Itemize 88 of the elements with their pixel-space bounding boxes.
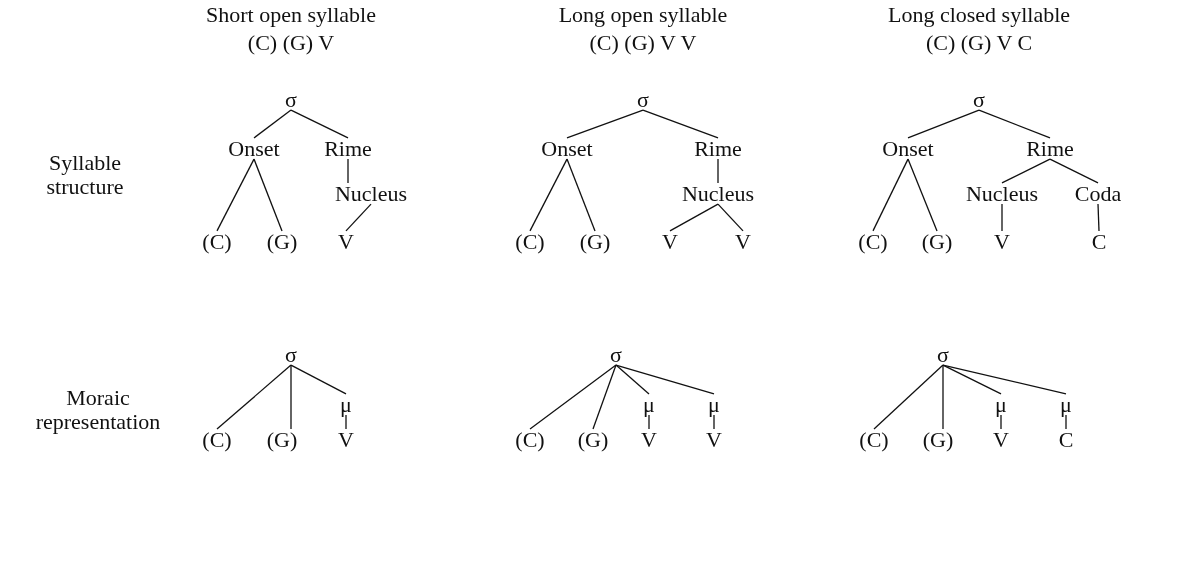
tree-node-label: σ <box>637 87 649 113</box>
tree-node-label: σ <box>285 342 297 368</box>
branch-line <box>290 364 292 430</box>
tree-node-label: Coda <box>1074 181 1122 207</box>
tree-node-label: σ <box>937 342 949 368</box>
branch-line <box>1065 414 1067 430</box>
tree-node-label: V <box>735 229 751 255</box>
tree-node-label: V <box>641 427 657 453</box>
branch-line <box>529 364 617 430</box>
tree-node-label: σ <box>973 87 985 113</box>
tree-node-label: Onset <box>882 136 934 162</box>
branch-line <box>907 158 938 232</box>
tree-node-label: μ <box>340 392 352 418</box>
branch-line <box>978 109 1051 139</box>
branch-line <box>1049 158 1099 184</box>
tree-node-label: V <box>338 427 354 453</box>
branch-line <box>253 109 292 139</box>
branch-line <box>717 203 744 232</box>
tree-node-label: V <box>662 229 678 255</box>
branch-line <box>253 158 283 232</box>
tree-node-label: (C) <box>858 229 888 255</box>
tree-node-label: C <box>1091 229 1107 255</box>
tree-node-label: V <box>706 427 722 453</box>
branch-line <box>942 364 1067 395</box>
column-heading: Short open syllable <box>206 2 376 28</box>
branch-line <box>1000 414 1002 430</box>
tree-node-label: μ <box>1060 392 1072 418</box>
branch-line <box>216 158 255 232</box>
branch-line <box>347 158 349 184</box>
tree-node-label: Onset <box>541 136 593 162</box>
branch-line <box>566 158 596 232</box>
tree-node-label: (G) <box>579 229 611 255</box>
row-label: Syllable structure <box>45 150 125 200</box>
branch-line <box>290 364 347 395</box>
tree-node-label: (G) <box>577 427 609 453</box>
branch-line <box>713 414 715 430</box>
column-heading: Long open syllable <box>558 2 728 28</box>
syllable-formula: (C) (G) V C <box>925 30 1033 56</box>
tree-node-label: σ <box>610 342 622 368</box>
tree-node-label: μ <box>643 392 655 418</box>
tree-node-label: (C) <box>859 427 889 453</box>
tree-node-label: Onset <box>228 136 280 162</box>
branch-line <box>907 109 980 139</box>
tree-node-label: (C) <box>202 427 232 453</box>
branch-line <box>669 203 719 232</box>
branch-line <box>290 109 349 139</box>
branch-line <box>872 158 909 232</box>
tree-node-label: (G) <box>921 229 953 255</box>
tree-node-label: σ <box>285 87 297 113</box>
branch-line <box>566 109 644 139</box>
branch-line <box>592 364 617 430</box>
tree-node-label: Nucleus <box>334 181 408 207</box>
tree-node-label: Nucleus <box>681 181 755 207</box>
branch-line <box>648 414 650 430</box>
tree-node-label: Rime <box>1026 136 1074 162</box>
tree-node-label: (G) <box>266 229 298 255</box>
branch-line <box>345 203 372 232</box>
tree-node-label: (C) <box>515 229 545 255</box>
branch-line <box>942 364 1002 395</box>
tree-node-label: V <box>994 229 1010 255</box>
branch-line <box>1001 158 1051 184</box>
column-heading: Long closed syllable <box>887 2 1071 28</box>
branch-line <box>1097 203 1100 232</box>
tree-node-label: V <box>338 229 354 255</box>
tree-node-label: (G) <box>266 427 298 453</box>
tree-node-label: C <box>1058 427 1074 453</box>
tree-node-label: μ <box>708 392 720 418</box>
tree-node-label: (C) <box>202 229 232 255</box>
branch-line <box>873 364 944 430</box>
branch-line <box>345 414 347 430</box>
syllable-formula: (C) (G) V <box>247 30 335 56</box>
row-label: Moraic representation <box>34 385 162 435</box>
tree-node-label: (G) <box>922 427 954 453</box>
branch-line <box>1001 203 1003 232</box>
branch-line <box>942 364 944 430</box>
branch-line <box>615 364 715 395</box>
tree-node-label: μ <box>995 392 1007 418</box>
tree-node-label: Rime <box>324 136 372 162</box>
branch-line <box>216 364 292 430</box>
branch-line <box>615 364 650 395</box>
branch-line <box>717 158 719 184</box>
tree-node-label: Rime <box>694 136 742 162</box>
branch-line <box>642 109 719 139</box>
tree-node-label: Nucleus <box>965 181 1039 207</box>
branch-line <box>529 158 568 232</box>
tree-node-label: V <box>993 427 1009 453</box>
syllable-formula: (C) (G) V V <box>589 30 697 56</box>
tree-node-label: (C) <box>515 427 545 453</box>
